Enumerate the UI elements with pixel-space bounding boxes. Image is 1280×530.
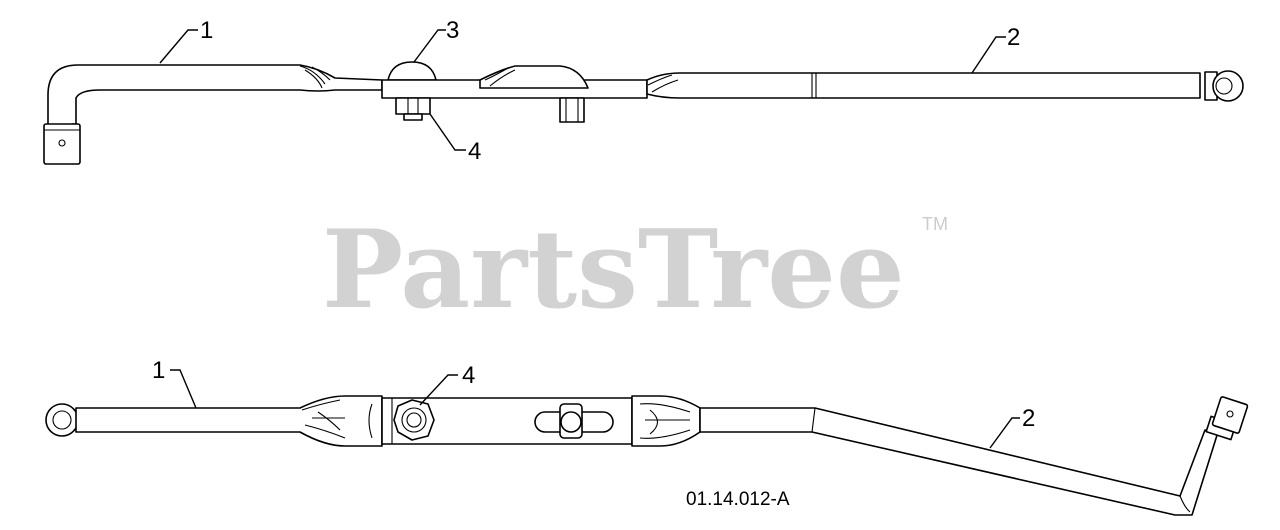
top-rod-part-1 [47,64,383,149]
svg-text:3: 3 [446,17,459,44]
svg-text:2: 2 [1022,405,1035,432]
top-callout-3: 3 [413,17,459,63]
bottom-rod-part-2 [699,407,1219,516]
top-rod-part-2 [646,72,1201,99]
top-callout-4: 4 [429,113,481,165]
top-view-assembly: 1 3 2 4 [43,17,1244,165]
svg-text:1: 1 [152,357,165,384]
top-rod-end-tab [43,123,81,165]
drawing-number: 01.14.012-A [686,489,790,510]
top-nut-part-4 [395,97,431,121]
bottom-callout-4: 4 [419,362,475,406]
bottom-rod-end-ball [45,403,79,437]
bottom-nut-part-4 [393,399,435,441]
watermark: PartsTree TM [322,207,948,333]
top-clamp-plate [381,65,648,99]
top-rod-end-ball [1204,70,1244,102]
svg-text:1: 1 [200,17,213,44]
bottom-slot-bolt [534,403,614,439]
bottom-view-assembly: 1 4 2 [45,357,1249,516]
bottom-rod-part-1 [75,395,383,447]
svg-text:4: 4 [462,362,475,389]
watermark-trademark: TM [922,214,948,234]
bottom-callout-2: 2 [989,405,1035,449]
top-slot-bolt [559,97,585,123]
top-callout-2: 2 [971,24,1020,74]
top-carriage-bolt-part-3 [387,61,437,81]
svg-text:4: 4 [468,138,481,165]
svg-text:2: 2 [1007,24,1020,51]
bottom-callout-1: 1 [152,357,197,409]
top-callout-1: 1 [159,17,213,64]
watermark-text: PartsTree [322,207,905,333]
bottom-rod-end-tab [1205,396,1249,441]
